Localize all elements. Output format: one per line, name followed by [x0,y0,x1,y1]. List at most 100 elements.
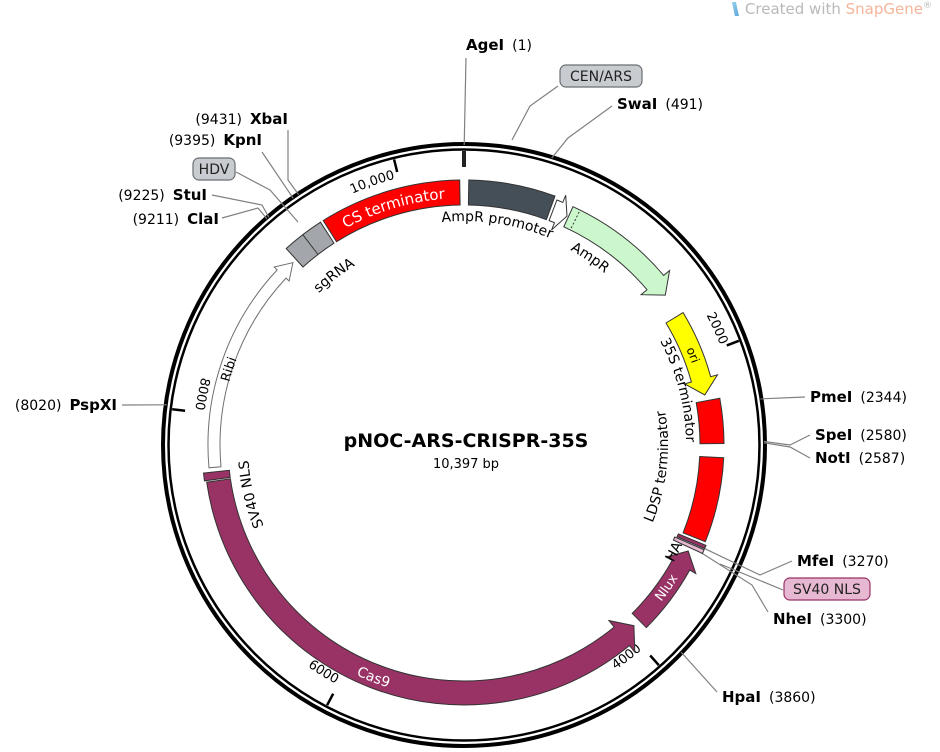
enzyme-line-pmei [760,396,806,400]
enzyme-name: StuI [173,186,207,204]
enzyme-hpai: HpaI (3860) [722,688,816,706]
enzyme-line-clai [221,207,268,220]
nlux-feature [631,550,697,629]
tick-mark [325,693,335,706]
enzyme-pmei: PmeI (2344) [810,388,907,406]
callout-box [783,577,871,601]
enzyme-position: (3860) [769,690,816,706]
35s-terminator-feature [695,397,725,445]
enzyme-position: (9211) [133,212,180,228]
enzyme-position: (2344) [860,390,907,406]
tick-mark [172,407,186,412]
enzyme-mfei: MfeI (3270) [797,552,889,570]
ribi-feature [207,262,294,469]
enzyme-position: (1) [512,38,532,54]
enzyme-agei: AgeI (1) [466,36,532,54]
enzyme-position: (3300) [820,612,867,628]
enzyme-leader-lines [121,57,811,693]
enzyme-line-swai [551,105,613,159]
ampr-dash [570,211,580,229]
tick-label-path: 8000 [191,376,212,411]
enzyme-name: PmeI [810,388,852,406]
callout-line [511,85,559,141]
enzyme-xbai: (9431) XbaI [195,110,288,128]
enzyme-nhei: NheI (3300) [773,610,867,628]
unlabeled-feature [672,536,705,555]
enzyme-kpni: (9395) KpnI [169,131,262,149]
callout-line [719,563,784,591]
enzyme-name: XbaI [250,110,288,128]
enzyme-pspxi: (8020) PspXI [15,396,117,414]
enzyme-name: NotI [815,449,851,467]
enzyme-stui: (9225)StuI [118,186,207,204]
ampr-feature [563,206,671,296]
enzyme-line-mfei [698,545,793,576]
enzyme-name: PspXI [69,396,117,414]
enzyme-position: (491) [665,97,703,113]
tick-label-path: 2000 [703,310,731,347]
enzyme-name: KpnI [223,131,262,149]
enzyme-line-stui [211,194,270,218]
callout-label: SV40 NLS [793,582,861,598]
cs-terminator-feature [322,179,461,243]
sgrna-divider [302,234,319,255]
ori-feature [665,311,719,396]
ldsp-terminator-label: LDSP terminator [641,409,672,524]
enzyme-line-hpai [680,651,718,693]
callout-box [559,64,643,88]
sgrna-label: sgRNA [311,255,358,296]
enzyme-noti: NotI (2587) [815,449,905,467]
sv40-nls-label-path: SV40 NLS [237,460,268,531]
snapgene-watermark: Created with SnapGene® [729,0,932,18]
enzyme-position: (9395) [169,133,216,149]
watermark-reg: ® [923,1,932,11]
enzyme-spei: SpeI (2580) [815,426,907,444]
enzyme-name: SpeI [815,426,852,444]
sgrna-label-path: sgRNA [311,255,358,296]
enzyme-line-kpni [261,151,294,199]
tick-mark [392,159,399,173]
tick-label: 2000 [703,310,731,347]
features [202,179,725,706]
enzyme-name: HpaI [722,688,761,706]
enzyme-position: (2587) [859,451,906,467]
enzyme-position: (8020) [15,398,62,414]
ribi-label-path: Ribi [219,355,241,383]
enzyme-position: (3270) [842,554,889,570]
ldsp-terminator-label-path: LDSP terminator [641,409,672,524]
sv40-nls-feature [202,469,231,482]
ori-label: ori [684,345,703,365]
plasmid-size: 10,397 bp [433,457,499,472]
tick-label: 8000 [191,376,212,411]
snapgene-logo-icon [731,2,739,16]
enzyme-name: ClaI [187,210,219,228]
ribi-label: Ribi [219,355,241,383]
cas9-feature [206,478,636,706]
enzyme-position: (9431) [195,112,242,128]
ha-feature [676,533,707,550]
plasmid-name: pNOC-ARS-CRISPR-35S [344,430,589,452]
unlabeled-feature [548,195,568,231]
enzyme-line-spei [763,434,811,446]
callout-box [192,157,236,181]
enzyme-name: MfeI [797,552,834,570]
enzyme-swai: SwaI (491) [617,95,703,113]
enzyme-name: NheI [773,610,812,628]
ori-label-path: ori [684,345,703,365]
enzyme-line-xbai [287,130,300,196]
enzyme-name: SwaI [617,95,657,113]
sv40-nls-label: SV40 NLS [237,460,268,531]
enzyme-line-agei [463,57,467,146]
enzyme-line-noti [763,442,811,459]
callout-label: CEN/ARS [570,69,632,85]
watermark-prefix: Created with [744,0,846,18]
callout-label: HDV [199,162,230,178]
ldsp-terminator-feature [682,455,725,543]
enzyme-position: (2580) [860,428,907,444]
enzyme-name: AgeI [466,36,504,54]
inner-ring [167,148,761,742]
enzyme-line-nhei [696,549,769,613]
enzyme-clai: (9211) ClaI [133,210,219,228]
ampr-promoter-feature [467,179,556,221]
